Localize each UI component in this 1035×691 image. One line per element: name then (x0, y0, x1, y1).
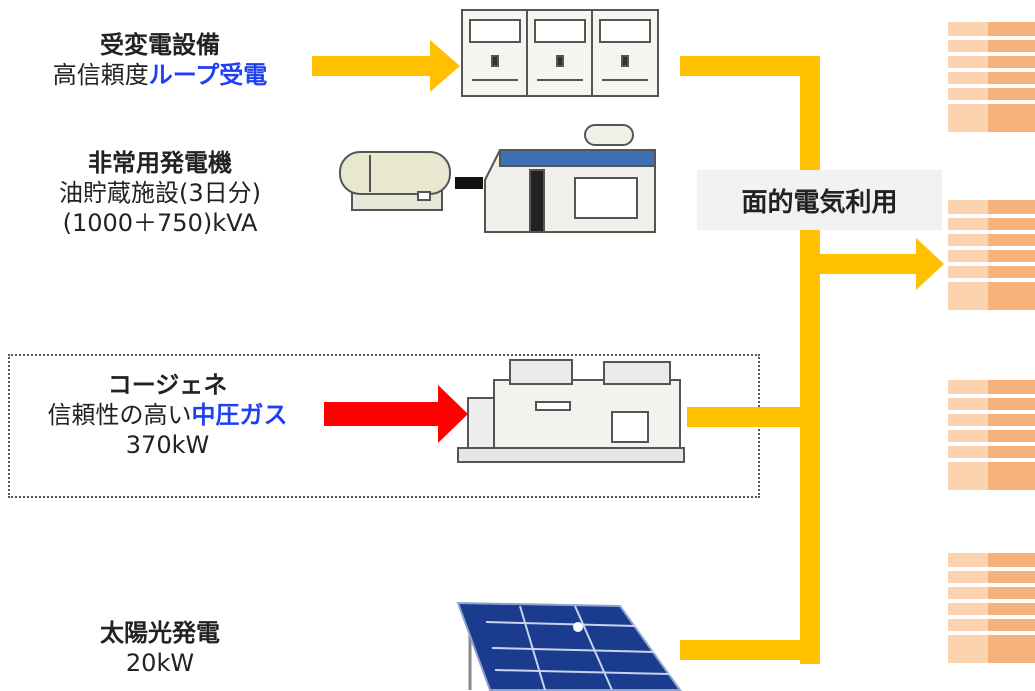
building-icon-3 (948, 380, 1035, 490)
cogeneration-label: コージェネ 信頼性の高い中圧ガス 370kW (10, 370, 325, 460)
substation-icon (461, 9, 659, 97)
emergency-generator-title: 非常用発電機 (88, 149, 232, 177)
emergency-generator-label: 非常用発電機 油貯蔵施設(3日分) (1000＋750)kVA (10, 148, 310, 238)
solar-panel-icon (456, 601, 682, 691)
building-icon-4 (948, 553, 1035, 663)
gas-arrow-shaft (324, 402, 440, 426)
building-icon-1 (948, 22, 1035, 132)
area-electricity-label: 面的電気利用 (697, 170, 942, 230)
substation-label: 受変電設備 高信頼度ループ受電 (10, 30, 310, 90)
building-feed-line (818, 254, 918, 274)
substation-desc-plain: 高信頼度 (52, 61, 149, 89)
substation-title: 受変電設備 (100, 31, 220, 59)
fuel-tank-icon (339, 151, 451, 211)
cogeneration-desc-plain: 信頼性の高い (47, 401, 192, 429)
vertical-bus (800, 56, 820, 664)
building-icon-2 (948, 200, 1035, 310)
cogeneration-unit-icon (457, 359, 685, 463)
cogeneration-desc-highlight: 中圧ガス (191, 401, 288, 429)
cogeneration-title: コージェネ (107, 371, 228, 399)
emergency-generator-line1: 油貯蔵施設(3日分) (59, 179, 261, 207)
substation-feed-arrowhead (430, 40, 460, 92)
generator-icon (484, 124, 656, 233)
substation-feed-line (312, 56, 432, 76)
solar-output-line (680, 640, 808, 660)
substation-desc: 高信頼度ループ受電 (10, 60, 310, 90)
cogeneration-output-line (687, 407, 807, 427)
gas-arrow (324, 385, 468, 443)
substation-desc-highlight: ループ受電 (148, 61, 268, 89)
gas-arrowhead (438, 385, 468, 443)
solar-capacity: 20kW (125, 649, 195, 677)
tank-connector (455, 177, 483, 189)
emergency-generator-line2: (1000＋750)kVA (62, 209, 258, 237)
building-feed-arrowhead (916, 238, 944, 290)
cogeneration-desc: 信頼性の高い中圧ガス (10, 400, 325, 430)
solar-label: 太陽光発電 20kW (10, 618, 310, 678)
solar-title: 太陽光発電 (100, 619, 220, 647)
cogeneration-capacity: 370kW (125, 431, 210, 459)
substation-output-line (680, 56, 820, 76)
